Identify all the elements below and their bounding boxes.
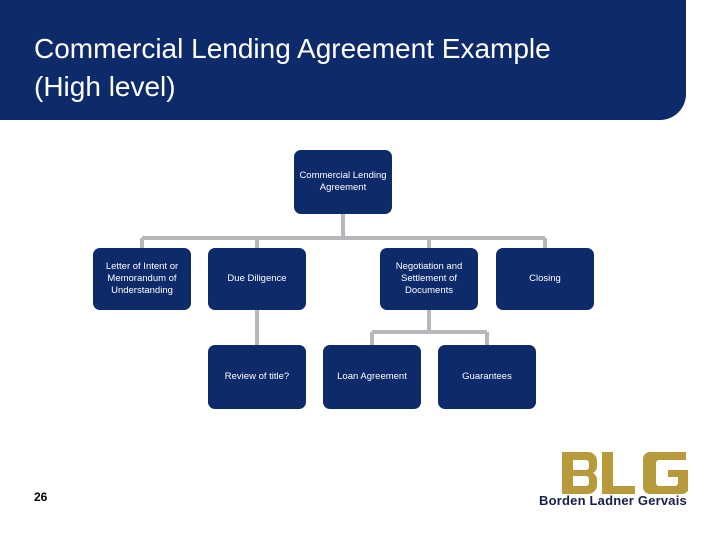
node-loan-agreement: Loan Agreement (323, 345, 421, 409)
slide-title-line-2: (High level) (34, 71, 176, 102)
node-guarantees: Guarantees (438, 345, 536, 409)
title-band: Commercial Lending Agreement Example (Hi… (0, 0, 686, 120)
slide-number: 26 (34, 490, 48, 504)
logo-company-name: Borden Ladner Gervais (539, 493, 687, 508)
node-review-of-title: Review of title? (208, 345, 306, 409)
node-negotiation-settlement: Negotiation and Settlement of Documents (380, 248, 478, 310)
node-due-diligence: Due Diligence (208, 248, 306, 310)
node-letter-of-intent: Letter of Intent or Memorandum of Unders… (93, 248, 191, 310)
blg-logo-mark (562, 452, 688, 494)
node-commercial-lending-agreement: Commercial Lending Agreement (294, 150, 392, 214)
slide-title-line-1: Commercial Lending Agreement Example (34, 33, 551, 64)
slide-title: Commercial Lending Agreement Example (Hi… (34, 30, 679, 106)
node-closing: Closing (496, 248, 594, 310)
